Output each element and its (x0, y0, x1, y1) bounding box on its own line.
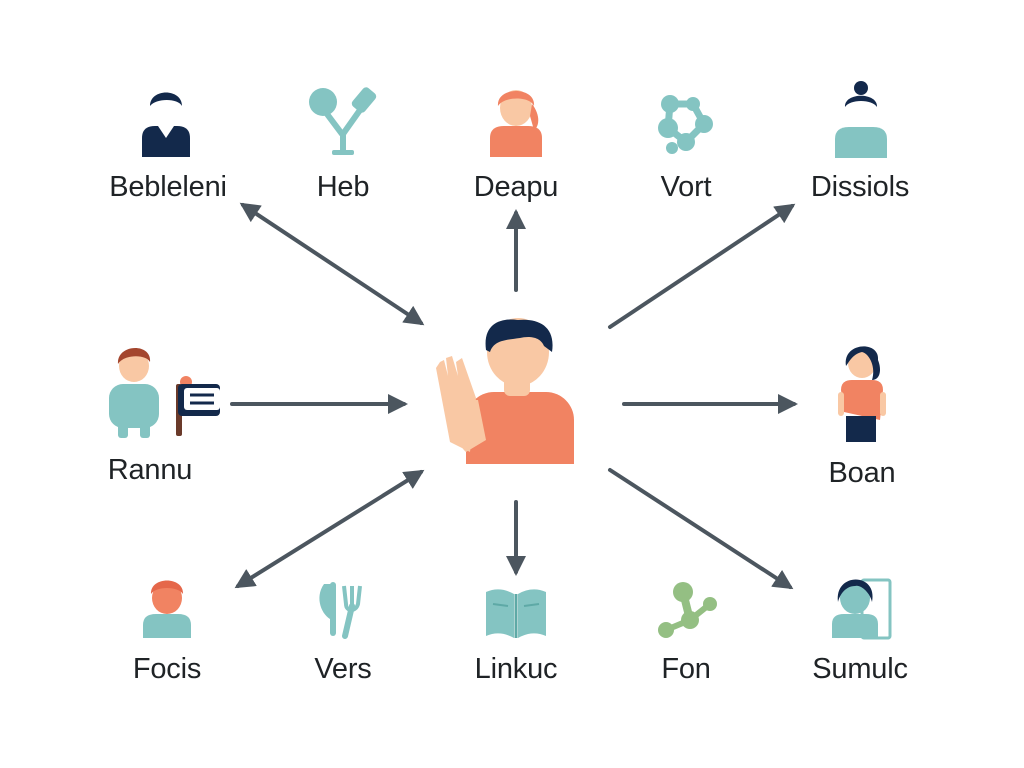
node-label-vort: Vort (660, 171, 712, 203)
node-label-linkuc: Linkuc (474, 653, 558, 685)
vers-icon (319, 582, 362, 639)
heb-icon (309, 87, 377, 155)
boan-icon (838, 346, 886, 442)
node-label-vers: Vers (314, 653, 372, 685)
arrow-sumulc (608, 468, 794, 590)
node-label-deapu: Deapu (473, 171, 559, 203)
node-label-fon: Fon (661, 653, 711, 685)
deapu-icon (490, 90, 542, 157)
rannu-icon (109, 347, 220, 438)
arrow-bebleleni (239, 202, 425, 326)
node-label-bebleleni: Bebleleni (109, 171, 227, 203)
arrow-dissiols (608, 203, 796, 329)
node-label-dissiols: Dissiols (810, 171, 910, 203)
node-label-sumulc: Sumulc (812, 653, 908, 685)
arrow-focis (234, 469, 425, 589)
waving-person-icon (436, 318, 574, 464)
sumulc-icon (832, 578, 892, 640)
fon-icon (658, 582, 717, 638)
node-label-rannu: Rannu (107, 454, 193, 486)
linkuc-icon (486, 589, 546, 638)
focis-icon (143, 580, 191, 638)
dissiols-icon (835, 81, 887, 158)
vort-icon (658, 95, 713, 154)
node-label-boan: Boan (828, 457, 896, 489)
arrows (230, 202, 798, 590)
bebleleni-icon (142, 92, 190, 157)
node-label-focis: Focis (132, 653, 202, 685)
node-label-heb: Heb (316, 171, 370, 203)
